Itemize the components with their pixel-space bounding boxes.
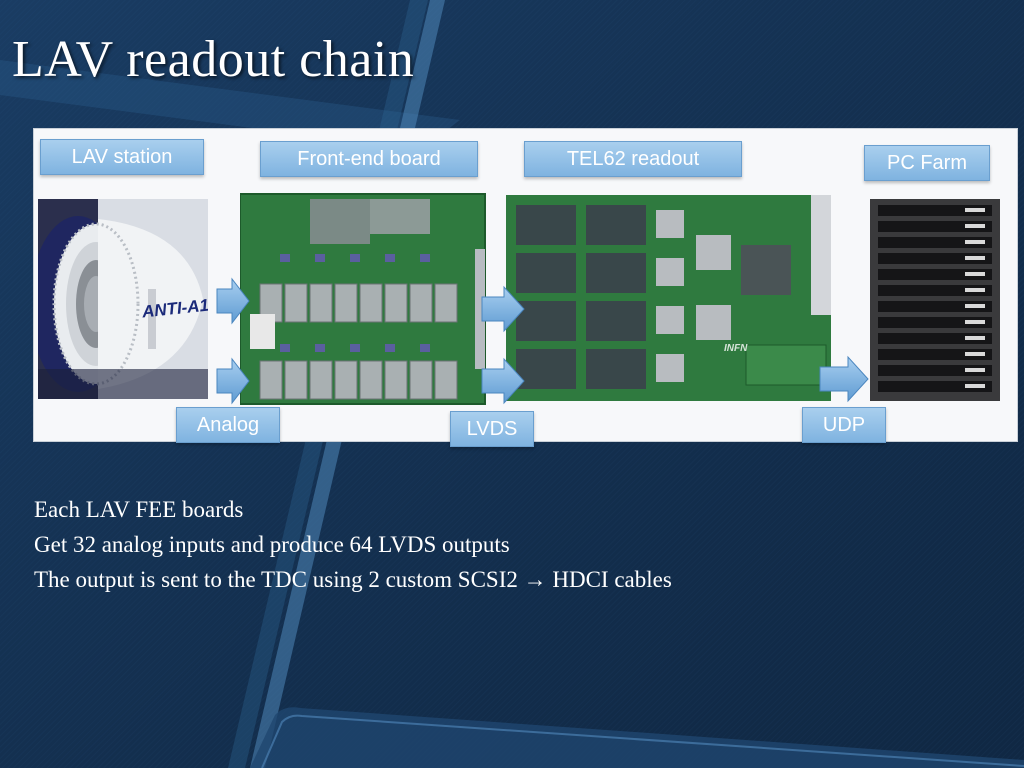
label-analog: Analog — [176, 407, 280, 443]
slide-body: Each LAV FEE boards Get 32 analog inputs… — [34, 492, 672, 597]
body-line-2: Get 32 analog inputs and produce 64 LVDS… — [34, 532, 510, 557]
slide-title: LAV readout chain — [12, 31, 415, 88]
readout-chain-diagram: ANTI-A1 — [33, 128, 1018, 447]
body-line-1: Each LAV FEE boards — [34, 497, 244, 522]
body-line-3: The output is sent to the TDC using 2 cu… — [34, 567, 672, 592]
lav-station-photo: ANTI-A1 — [38, 199, 208, 399]
label-lvds: LVDS — [450, 411, 534, 447]
label-udp: UDP — [802, 407, 886, 443]
tel62-board-photo: INFN — [506, 195, 831, 401]
front-end-board-photo — [240, 189, 490, 409]
label-lav-station: LAV station — [40, 139, 204, 175]
label-tel62-readout: TEL62 readout — [524, 141, 742, 177]
board-logo-text: INFN — [724, 343, 748, 354]
label-front-end-board: Front-end board — [260, 141, 478, 177]
label-pc-farm: PC Farm — [864, 145, 990, 181]
pc-farm-photo — [870, 199, 1000, 401]
